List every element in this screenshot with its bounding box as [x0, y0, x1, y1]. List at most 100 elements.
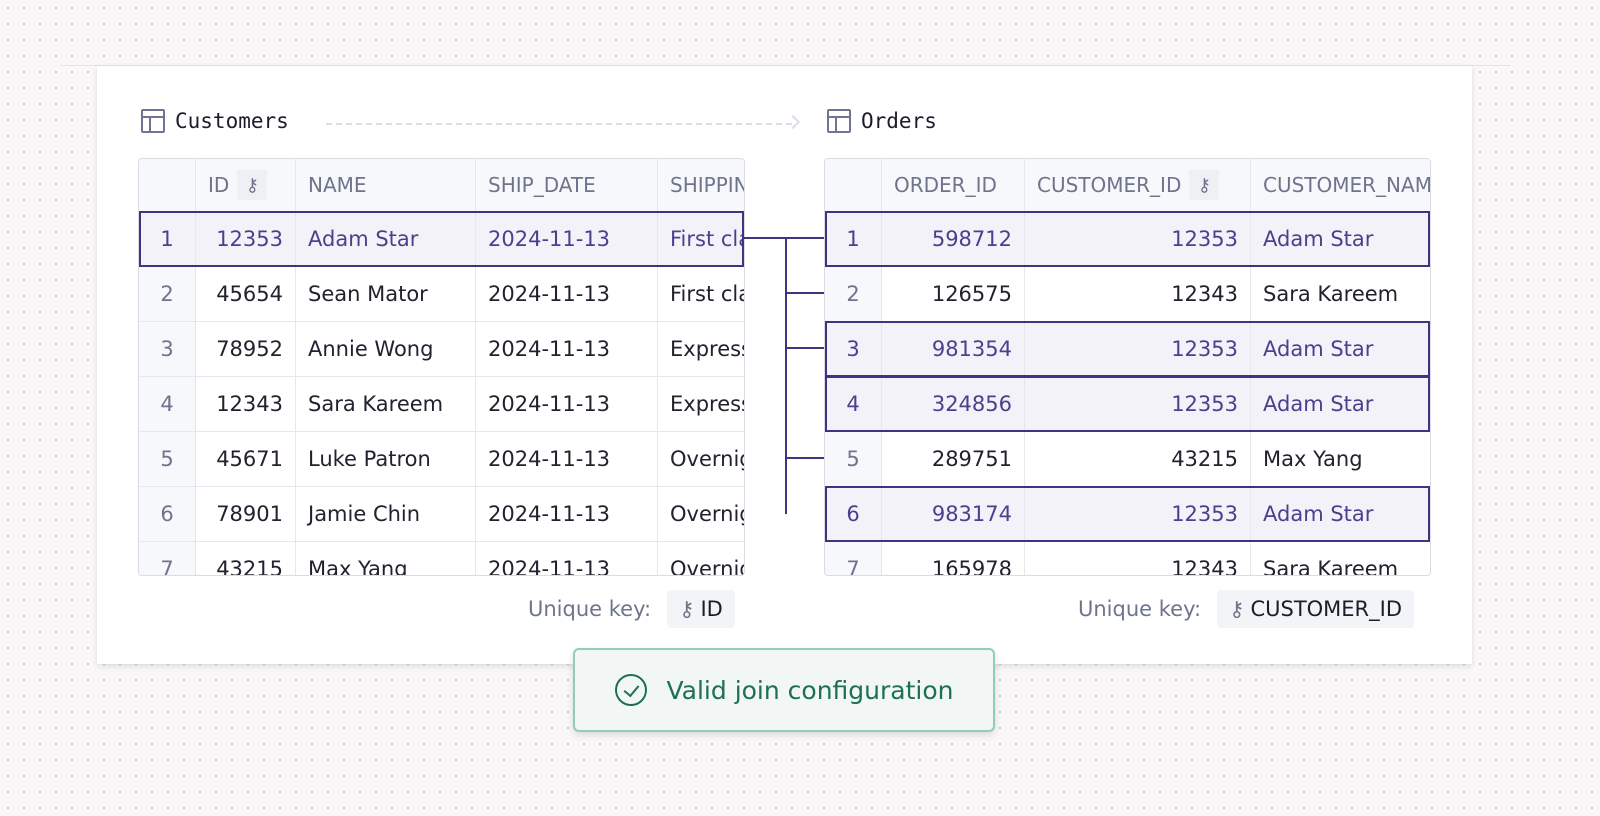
table-cell: Express: [658, 322, 744, 377]
join-connector-line: [744, 237, 824, 239]
table-cell: 12353: [1025, 212, 1251, 267]
row-number-header: [139, 159, 196, 211]
column-header[interactable]: ID⚷: [196, 159, 296, 211]
key-icon: ⚷: [1189, 170, 1220, 200]
table-cell: Overnight: [658, 542, 744, 575]
join-connector-line: [785, 457, 824, 459]
header-row: ORDER_ID CUSTOMER_ID ⚷ CUSTOMER_NAME: [825, 159, 1430, 212]
table-cell: 983174: [882, 487, 1025, 542]
row-number: 6: [825, 487, 882, 542]
table-cell: 2024-11-13: [476, 432, 658, 487]
table-cell: Adam Star: [1251, 377, 1430, 432]
right-unique-key: Unique key: ⚷CUSTOMER_ID: [1078, 590, 1415, 628]
column-header[interactable]: SHIPPING: [658, 159, 744, 211]
header-row: ID⚷ NAME SHIP_DATE SHIPPING: [139, 159, 744, 212]
table-cell: Overnight: [658, 432, 744, 487]
unique-key-label: Unique key:: [528, 597, 652, 621]
table-cell: 126575: [882, 267, 1025, 322]
table-cell: 12343: [196, 377, 296, 432]
table-cell: 43215: [1025, 432, 1251, 487]
left-table-title: Customers: [141, 109, 289, 133]
unique-key-chip[interactable]: ⚷CUSTOMER_ID: [1217, 590, 1415, 628]
row-number: 4: [825, 377, 882, 432]
left-table-name: Customers: [175, 109, 289, 133]
unique-key-chip[interactable]: ⚷ID: [667, 590, 735, 628]
row-number: 1: [825, 212, 882, 267]
table-cell: 2024-11-13: [476, 487, 658, 542]
table-cell: 2024-11-13: [476, 267, 658, 322]
table-cell: 165978: [882, 542, 1025, 575]
table-cell: 981354: [882, 322, 1025, 377]
table-cell: Max Yang: [1251, 432, 1430, 487]
join-connector-line: [785, 237, 787, 514]
table-icon: [141, 109, 165, 133]
status-text: Valid join configuration: [666, 675, 954, 705]
row-number: 5: [139, 432, 196, 487]
status-toast: Valid join configuration: [573, 648, 995, 732]
divider: [60, 65, 1510, 66]
table-cell: 2024-11-13: [476, 542, 658, 575]
check-circle-icon: [614, 674, 647, 706]
row-number: 3: [139, 322, 196, 377]
key-icon: ⚷: [237, 170, 268, 200]
row-number: 3: [825, 322, 882, 377]
table-cell: 78952: [196, 322, 296, 377]
column-header[interactable]: SHIP_DATE: [476, 159, 658, 211]
unique-key-value: CUSTOMER_ID: [1250, 597, 1403, 621]
table-cell: 2024-11-13: [476, 322, 658, 377]
column-header[interactable]: CUSTOMER_ID ⚷: [1025, 159, 1251, 211]
row-number: 7: [825, 542, 882, 575]
table-cell: 12343: [1025, 542, 1251, 575]
column-header[interactable]: CUSTOMER_NAME: [1251, 159, 1430, 211]
table-cell: Sara Kareem: [296, 377, 476, 432]
table-cell: Sean Mator: [296, 267, 476, 322]
column-header-label: CUSTOMER_ID: [1037, 173, 1182, 197]
row-number: 2: [139, 267, 196, 322]
table-cell: First class: [658, 212, 744, 267]
left-unique-key: Unique key: ⚷ID: [528, 590, 735, 628]
column-header-label: SHIP_DATE: [488, 173, 596, 197]
table-cell: Sara Kareem: [1251, 267, 1430, 322]
row-number: 1: [139, 212, 196, 267]
table-cell: 12353: [196, 212, 296, 267]
table-cell: Overnight: [658, 487, 744, 542]
column-header-label: SHIPPING: [670, 173, 744, 197]
table-cell: 43215: [196, 542, 296, 575]
row-number: 2: [825, 267, 882, 322]
table-cell: Express: [658, 377, 744, 432]
row-number-header: [825, 159, 882, 211]
column-header[interactable]: ORDER_ID: [882, 159, 1025, 211]
key-icon: ⚷: [1229, 597, 1245, 621]
table-cell: Adam Star: [296, 212, 476, 267]
table-cell: First class: [658, 267, 744, 322]
join-arrow-line: [326, 123, 792, 125]
table-cell: 78901: [196, 487, 296, 542]
table-cell: Adam Star: [1251, 487, 1430, 542]
unique-key-value: ID: [700, 597, 723, 621]
table-cell: Sara Kareem: [1251, 542, 1430, 575]
table-cell: Luke Patron: [296, 432, 476, 487]
table-cell: 12353: [1025, 487, 1251, 542]
column-header-label: NAME: [308, 173, 367, 197]
table-cell: Adam Star: [1251, 212, 1430, 267]
table-cell: 45671: [196, 432, 296, 487]
join-connector-line: [785, 292, 824, 294]
table-cell: 12343: [1025, 267, 1251, 322]
column-header[interactable]: NAME: [296, 159, 476, 211]
